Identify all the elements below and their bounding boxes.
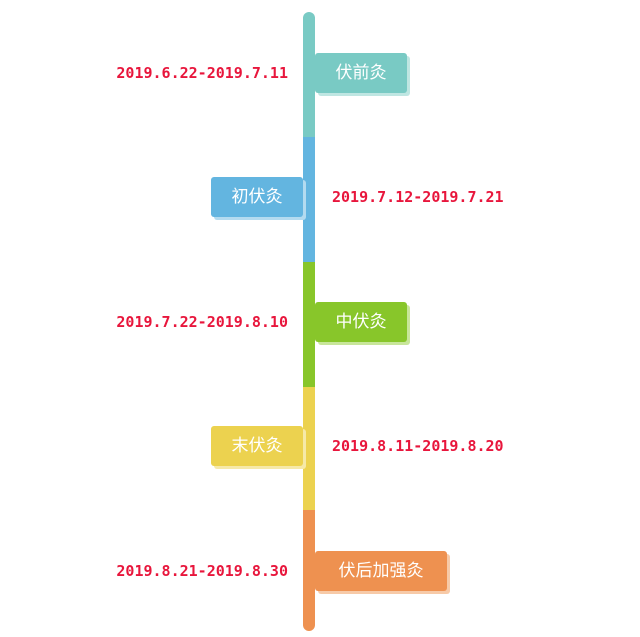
stage-label-1: 伏前灸 bbox=[315, 53, 407, 93]
timeline-segment-4 bbox=[303, 387, 315, 510]
timeline-segment-5 bbox=[303, 510, 315, 631]
stage-date-4: 2019.8.11-2019.8.20 bbox=[332, 437, 504, 455]
stage-label-3: 中伏灸 bbox=[315, 302, 407, 342]
stage-date-2: 2019.7.12-2019.7.21 bbox=[332, 188, 504, 206]
timeline-segment-3 bbox=[303, 262, 315, 387]
stage-date-3: 2019.7.22-2019.8.10 bbox=[116, 313, 288, 331]
stage-date-1: 2019.6.22-2019.7.11 bbox=[116, 64, 288, 82]
stage-date-5: 2019.8.21-2019.8.30 bbox=[116, 562, 288, 580]
timeline-segment-2 bbox=[303, 137, 315, 262]
timeline-segment-1 bbox=[303, 12, 315, 137]
stage-label-2: 初伏灸 bbox=[211, 177, 303, 217]
stage-label-5: 伏后加强灸 bbox=[315, 551, 447, 591]
stage-label-4: 末伏灸 bbox=[211, 426, 303, 466]
